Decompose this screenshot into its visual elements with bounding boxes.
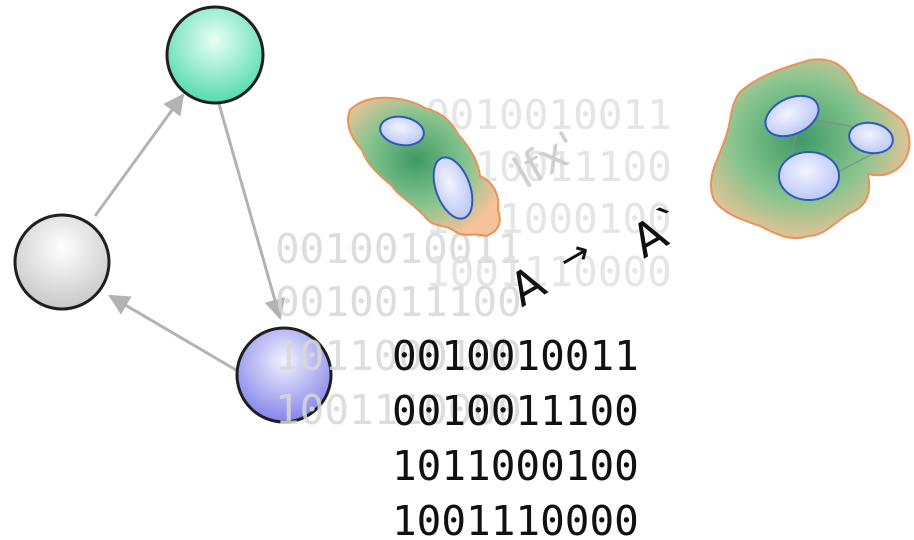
cell-cluster-right xyxy=(710,58,911,240)
binary-block: 0010010011 0010011100 1011000100 1001110… xyxy=(392,332,639,540)
ghost-binary-left-row-2: 0010011100 xyxy=(275,278,522,326)
graph-node-top xyxy=(165,5,265,105)
binary-row-3: 1011000100 xyxy=(392,442,639,490)
nucleus-left-1 xyxy=(379,115,425,147)
edge-right-to-left xyxy=(108,294,237,372)
cell-outline-right xyxy=(789,117,882,177)
graph-node-right xyxy=(235,326,333,424)
ghost-binary-right-row-1: 0010010011 xyxy=(425,91,672,139)
cell-body-right xyxy=(710,58,911,240)
edge-left-to-top xyxy=(93,93,185,217)
binary-row-1: 0010010011 xyxy=(392,332,639,380)
nucleus-left-2 xyxy=(432,156,474,220)
binary-row-4: 1001110000 xyxy=(392,497,639,540)
graph-edges xyxy=(93,93,285,372)
binary-row-2: 0010011100 xyxy=(392,387,639,435)
nucleus-right-2 xyxy=(848,121,894,155)
ghost-binary-left-row-3: 1011000100 xyxy=(275,332,522,380)
nucleus-right-1 xyxy=(764,94,820,138)
graph-node-left xyxy=(13,213,111,311)
edge-top-to-right xyxy=(217,103,285,321)
cell-cluster-left xyxy=(347,96,501,238)
ghost-binary-left-row-4: 1001110000 xyxy=(275,386,522,434)
ghost-binary-right-row-4: 1001110000 xyxy=(425,248,672,296)
nucleus-right-3 xyxy=(778,151,840,201)
